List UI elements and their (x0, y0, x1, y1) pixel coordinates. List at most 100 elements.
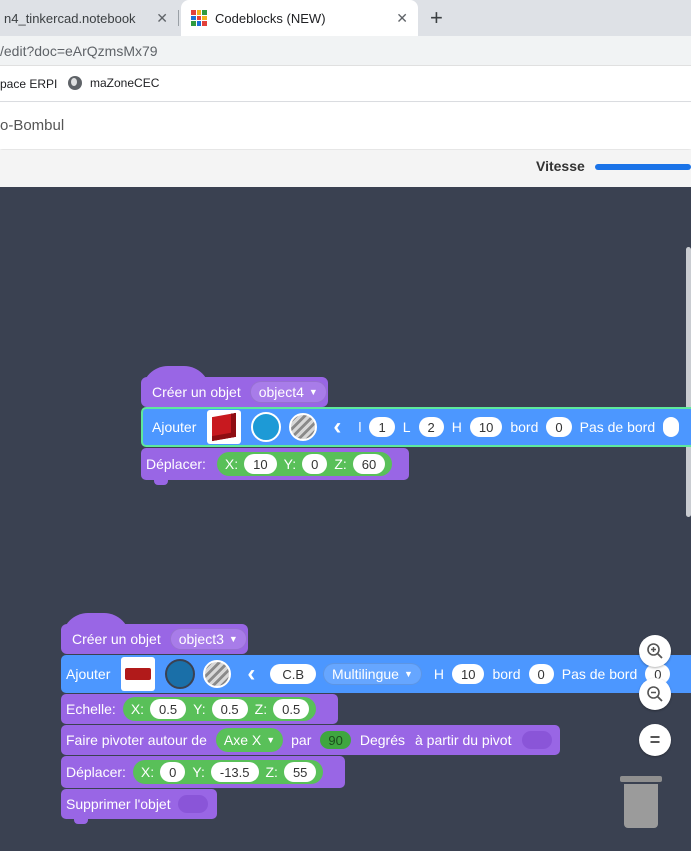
tab-label: Codeblocks (NEW) (215, 10, 326, 26)
bookmark-mazonecec[interactable]: maZoneCEC (68, 76, 159, 90)
design-title[interactable]: o-Bombul (0, 117, 65, 134)
trash-lid (620, 776, 662, 782)
scale-block[interactable]: Echelle: X: 0.5 Y: 0.5 Z: 0.5 (61, 694, 338, 724)
sim-toolbar: Vitesse (0, 150, 691, 187)
y-label: Y: (283, 456, 297, 472)
font-value: Multilingue (332, 666, 399, 682)
close-icon[interactable]: ✕ (396, 10, 408, 26)
zoom-in-icon[interactable] (639, 635, 671, 667)
chevron-left-icon[interactable]: ‹ (247, 660, 256, 687)
x-label: X: (224, 456, 239, 472)
z-input[interactable]: 60 (352, 454, 386, 474)
move-label: Déplacer: (146, 456, 206, 472)
tab-codeblocks[interactable]: Codeblocks (NEW) ✕ (181, 0, 418, 36)
x-input[interactable]: 10 (244, 454, 277, 474)
move-vector: X: 10 Y: 0 Z: 60 (216, 452, 393, 476)
hole-toggle-icon[interactable] (289, 413, 318, 441)
x-input[interactable]: 0.5 (150, 699, 187, 719)
delete-label: Supprimer l'objet (66, 796, 171, 812)
bookmarks-bar: pace ERPI maZoneCEC (0, 66, 691, 102)
z-input[interactable]: 55 (283, 762, 317, 782)
width-input[interactable]: 1 (369, 417, 395, 437)
block-notch (74, 818, 88, 824)
new-tab-icon[interactable]: + (430, 5, 443, 30)
delete-object-block[interactable]: Supprimer l'objet (61, 789, 217, 819)
speed-slider[interactable] (595, 164, 691, 170)
degrees-input[interactable]: 90 (320, 731, 351, 749)
create-object-block[interactable]: Créer un objet object4▼ (141, 377, 328, 407)
move-block[interactable]: Déplacer: X: 0 Y: -13.5 Z: 55 (61, 756, 345, 788)
add-shape-block[interactable]: Ajouter ‹ l 1 L 2 H 10 bord 0 Pas de bor… (141, 407, 691, 447)
close-icon[interactable]: ✕ (156, 10, 168, 26)
move-block[interactable]: Déplacer: X: 10 Y: 0 Z: 60 (141, 448, 409, 480)
length-input[interactable]: 2 (418, 417, 444, 437)
move-vector: X: 0 Y: -13.5 Z: 55 (132, 760, 324, 784)
param-label: H (451, 419, 462, 435)
pivot-slot[interactable] (522, 731, 553, 749)
create-object-label: Créer un objet (152, 384, 241, 400)
object-name-dropdown[interactable]: object4▼ (249, 381, 327, 403)
color-picker[interactable] (165, 659, 196, 689)
browser-tab-bar: n4_tinkercad.notebook ✕ Codeblocks (NEW)… (0, 0, 691, 36)
trash-can (624, 784, 658, 828)
x-label: X: (140, 764, 155, 780)
border-input[interactable]: 0 (546, 417, 572, 437)
bookmark-erpi[interactable]: pace ERPI (0, 77, 58, 91)
y-input[interactable]: -13.5 (210, 762, 259, 782)
text-shape (125, 668, 152, 680)
rotate-label: Faire pivoter autour de (66, 732, 207, 748)
axis-value: Axe X (223, 732, 262, 748)
y-label: Y: (192, 764, 205, 780)
code-workspace[interactable]: Créer un objet object4▼ Ajouter ‹ l 1 L … (0, 187, 691, 851)
param-label: Pas de bord (561, 666, 638, 682)
add-label: Ajouter (66, 666, 111, 682)
trash-icon[interactable] (620, 776, 662, 828)
pivot-label: à partir du pivot (414, 732, 512, 748)
move-label: Déplacer: (66, 764, 126, 780)
speed-label: Vitesse (536, 158, 585, 174)
y-input[interactable]: 0.5 (211, 699, 248, 719)
hole-toggle-icon[interactable] (203, 660, 232, 688)
height-input[interactable]: 10 (469, 417, 503, 437)
red-cube-icon[interactable] (207, 410, 242, 444)
chevron-down-icon: ▼ (403, 669, 413, 679)
chevron-left-icon[interactable]: ‹ (333, 413, 342, 440)
tab-separator (178, 10, 179, 26)
x-label: X: (130, 701, 145, 717)
y-label: Y: (193, 701, 206, 717)
x-input[interactable]: 0 (160, 762, 186, 782)
text-input[interactable]: C.B (270, 664, 317, 684)
globe-icon (68, 76, 82, 90)
app-header: o-Bombul (0, 103, 691, 149)
reset-zoom-icon[interactable]: = (639, 724, 671, 756)
height-input[interactable]: 10 (452, 664, 485, 684)
steps-input[interactable] (663, 417, 680, 437)
color-picker[interactable] (251, 412, 282, 442)
font-dropdown[interactable]: Multilingue ▼ (323, 663, 422, 685)
param-label: bord (492, 666, 521, 682)
chevron-down-icon: ▼ (228, 634, 238, 644)
z-input[interactable]: 0.5 (273, 699, 310, 719)
param-label: l (358, 419, 362, 435)
rotate-block[interactable]: Faire pivoter autour de Axe X▼ par 90 De… (61, 725, 560, 755)
axis-dropdown[interactable]: Axe X▼ (215, 728, 284, 752)
create-object-block[interactable]: Créer un objet object3▼ (61, 624, 248, 654)
red-text-shape-icon[interactable] (121, 657, 156, 691)
create-object-label: Créer un objet (72, 631, 161, 647)
vertical-scrollbar[interactable] (686, 247, 691, 517)
rotate-by-label: par (291, 732, 312, 748)
border-input[interactable]: 0 (528, 664, 554, 684)
block-notch (154, 479, 168, 485)
tinkercad-favicon-icon (191, 10, 207, 26)
add-text-block[interactable]: Ajouter ‹ C.B Multilingue▼ H 10 bord 0 P… (61, 655, 691, 693)
y-input[interactable]: 0 (302, 454, 328, 474)
url-text[interactable]: /edit?doc=eArQzmsMx79 (0, 43, 158, 59)
address-bar[interactable]: /edit?doc=eArQzmsMx79 (0, 36, 691, 66)
scale-vector: X: 0.5 Y: 0.5 Z: 0.5 (122, 697, 317, 721)
object-name-dropdown[interactable]: object3▼ (169, 628, 247, 650)
delete-slot[interactable] (177, 795, 208, 813)
z-label: Z: (254, 701, 268, 717)
tab-tinkercad-notebook[interactable]: n4_tinkercad.notebook ✕ (0, 0, 178, 36)
zoom-out-icon[interactable] (639, 678, 671, 710)
param-label: bord (510, 419, 539, 435)
